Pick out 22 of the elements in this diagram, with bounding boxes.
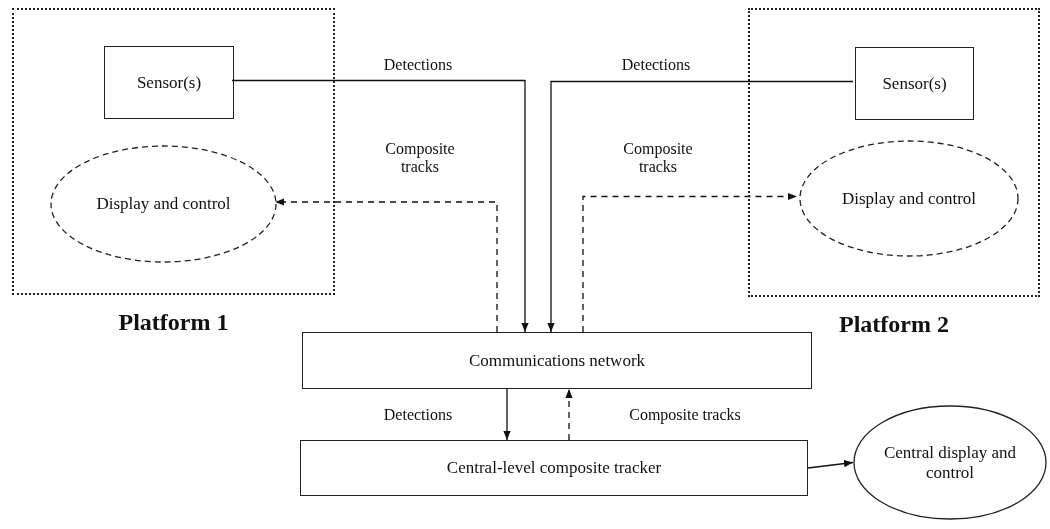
arrow	[807, 460, 854, 469]
process-box	[302, 332, 812, 389]
arrow	[503, 388, 511, 441]
platform-heading: Platform 2	[838, 311, 950, 339]
arrow	[231, 79, 529, 333]
node-label: Central display and control	[882, 442, 1018, 483]
arrow	[582, 192, 798, 333]
node-label: Communications network	[467, 350, 647, 371]
node-label: Display and control	[840, 188, 978, 209]
process-box	[104, 46, 234, 119]
process-box	[855, 47, 974, 120]
display-ellipse	[799, 140, 1019, 257]
node-label: Sensor(s)	[135, 72, 203, 93]
platform-heading: Platform 1	[117, 309, 230, 337]
arrow	[565, 388, 573, 441]
arrow	[547, 80, 854, 333]
display-ellipse	[853, 405, 1047, 520]
node-label: Sensor(s)	[881, 73, 948, 94]
node-label: Display and control	[95, 194, 232, 214]
display-ellipse	[50, 145, 277, 263]
node-label: Central-level composite tracker	[445, 458, 663, 478]
process-box	[300, 440, 808, 496]
